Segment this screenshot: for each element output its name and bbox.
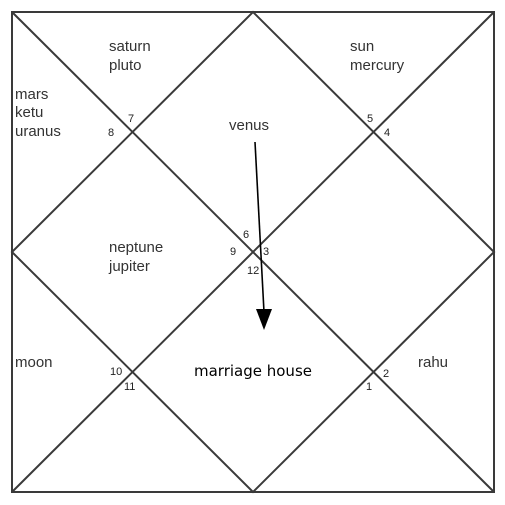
planet-mercury: mercury bbox=[350, 57, 405, 74]
house-number-5: 5 bbox=[367, 113, 373, 125]
planet-uranus: uranus bbox=[15, 123, 61, 140]
arrow-head-icon bbox=[256, 309, 272, 330]
house-right-bottom: rahu bbox=[418, 354, 448, 371]
house-number-7: 7 bbox=[128, 113, 134, 125]
house-number-2: 2 bbox=[383, 368, 389, 380]
planet-ketu: ketu bbox=[15, 104, 43, 121]
inner-diamond bbox=[10, 10, 496, 494]
planet-jupiter: jupiter bbox=[108, 258, 150, 275]
marriage-house-label: marriage house bbox=[194, 362, 312, 380]
house-number-6: 6 bbox=[243, 229, 249, 241]
chart-grid bbox=[10, 10, 496, 494]
planet-mars: mars bbox=[15, 86, 48, 103]
house-number-3: 3 bbox=[263, 246, 269, 258]
house-number-8: 8 bbox=[108, 127, 114, 139]
house-number-12: 12 bbox=[247, 265, 259, 277]
house-number-4: 4 bbox=[384, 127, 390, 139]
planet-rahu: rahu bbox=[418, 354, 448, 371]
planet-neptune: neptune bbox=[109, 239, 163, 256]
diagonal-line-anti bbox=[11, 11, 495, 493]
planet-sun: sun bbox=[350, 38, 374, 55]
house-number-1: 1 bbox=[366, 381, 372, 393]
house-left-top: mars ketu uranus bbox=[15, 86, 61, 140]
house-top-right: sun mercury bbox=[350, 38, 405, 74]
house-bottom-left: moon bbox=[15, 354, 53, 371]
planet-pluto: pluto bbox=[109, 57, 142, 74]
planet-venus: venus bbox=[229, 117, 269, 134]
planet-moon: moon bbox=[15, 354, 53, 371]
house-number-10: 10 bbox=[110, 366, 122, 378]
arrow-shaft bbox=[254, 141, 265, 313]
house-number-11: 11 bbox=[124, 381, 135, 393]
annotation-arrow bbox=[254, 141, 272, 330]
house-numbers: 7 8 5 4 6 9 3 12 10 11 2 1 bbox=[108, 113, 390, 393]
house-left-center: neptune jupiter bbox=[108, 239, 163, 275]
planet-saturn: saturn bbox=[109, 38, 151, 55]
house-top-left: saturn pluto bbox=[109, 38, 151, 74]
house-top-center: venus bbox=[229, 117, 269, 134]
house-number-9: 9 bbox=[230, 246, 236, 258]
